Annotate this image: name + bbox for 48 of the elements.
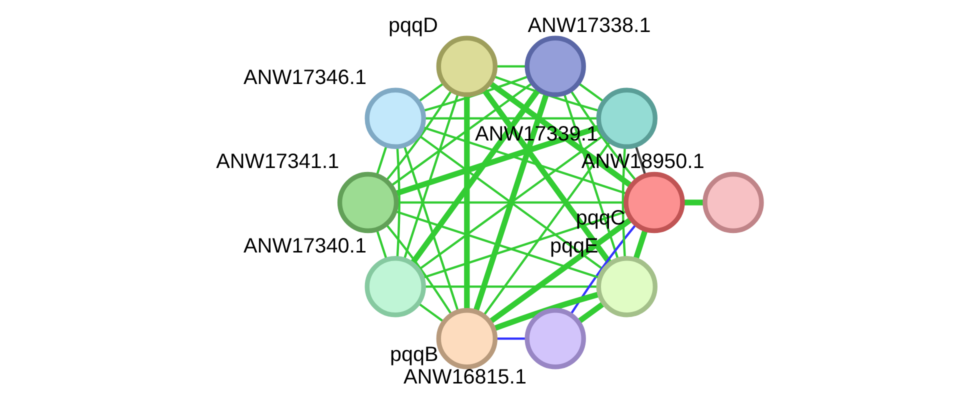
connector [576,301,605,324]
node-label: pqqD [388,14,438,38]
connector [464,95,470,310]
connector [396,147,400,258]
connector [384,90,452,182]
connector [488,216,632,324]
connector [632,229,648,260]
connector [423,286,598,288]
node-circle [364,256,426,318]
connector [492,291,600,332]
connector [422,210,626,279]
node-label: ANW17341.1 [216,150,339,174]
connector [375,229,387,260]
node-label: ANW17346.1 [242,66,366,90]
connector [375,146,387,176]
connector [621,147,626,258]
connector [418,82,444,102]
node-circle [364,88,426,149]
node-circle [524,308,586,370]
node-label: pqqB [390,342,438,366]
connector [682,200,704,206]
connector [494,337,526,340]
connector [481,88,612,265]
node-circle [336,172,398,234]
node-circle [596,256,657,318]
connector [493,75,600,112]
connector [402,93,459,260]
node-circle [623,172,684,234]
node-circle [596,88,657,149]
node-circle [436,36,497,97]
connector [482,141,610,316]
node-circle [702,172,764,234]
connector [578,82,604,102]
connector [402,145,459,312]
connector [494,65,526,68]
node-circle [436,308,497,370]
connector [562,93,619,260]
connector [410,88,540,265]
node-label: ANW17338.1 [527,14,650,38]
connector [569,90,636,182]
node-label: ANW17340.1 [242,234,366,258]
connector [418,302,444,323]
connector [394,210,600,279]
connector [390,82,533,187]
node-circle [524,36,586,97]
connector [384,224,452,315]
node-label: ANW16815.1 [402,365,526,388]
connector [423,117,598,120]
